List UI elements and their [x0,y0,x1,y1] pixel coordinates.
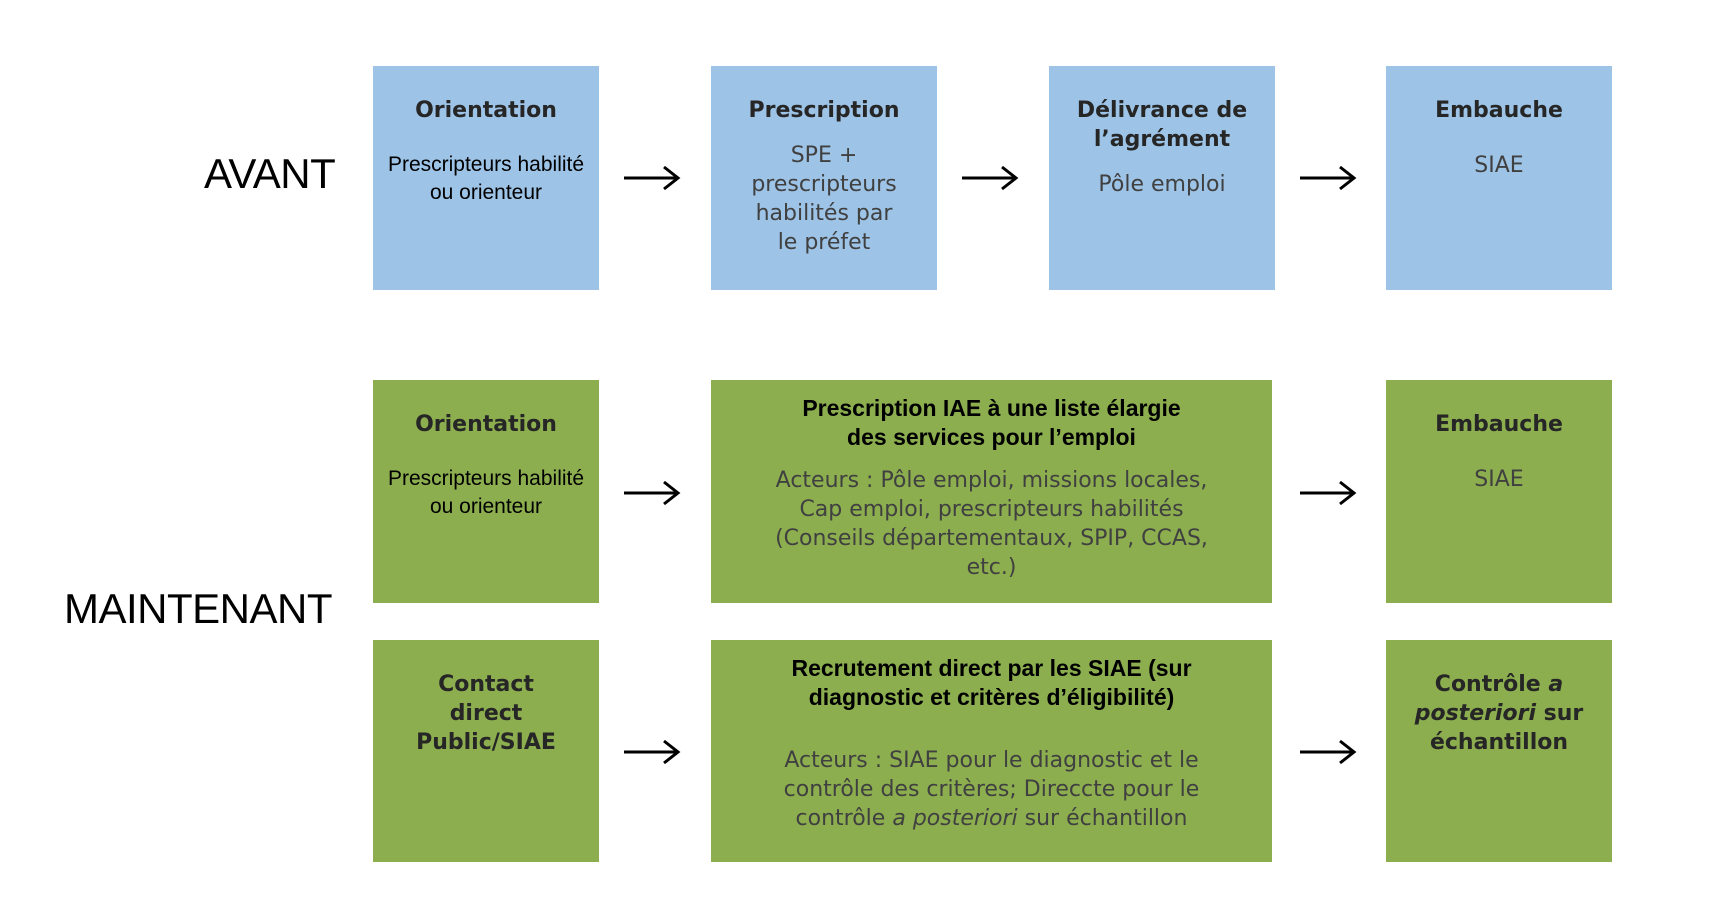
right-arrow-icon [1298,737,1358,767]
box-body: Acteurs : SIAE pour le diagnostic et le … [719,746,1264,833]
body-text-end: sur échantillon [1017,806,1188,831]
body-space [906,806,913,831]
right-arrow-icon [1298,478,1358,508]
right-arrow-icon [960,163,1020,193]
box-body: SPE + prescripteurs habilités par le pré… [751,143,897,255]
title-text-end: sur échantillon [1429,701,1584,755]
box-body: Pôle emploi [1098,172,1226,197]
avant-prescription-box: Prescription SPE + prescripteurs habilit… [711,66,937,290]
maintenant-controle-box: Contrôle a posteriori sur échantillon [1386,640,1612,862]
maintenant-embauche-box: Embauche SIAE [1386,380,1612,603]
right-arrow-icon [622,478,682,508]
right-arrow-icon [622,737,682,767]
box-title: Orientation [415,412,557,437]
avant-orientation-box: Orientation Prescripteurs habilité ou or… [373,66,599,290]
body-em-a: a [892,806,906,831]
box-title: Orientation [415,98,557,123]
maintenant-recrutement-direct-box: Recrutement direct par les SIAE (sur dia… [711,640,1272,862]
box-title: Prescription IAE à une liste élargie des… [802,395,1181,450]
title-em-posteriori: posteriori [1414,701,1537,726]
avant-embauche-box: Embauche SIAE [1386,66,1612,290]
box-title: Contrôle a posteriori sur échantillon [1394,670,1604,757]
box-body: SIAE [1474,153,1524,178]
box-title: Prescription [748,98,900,123]
box-body: Prescripteurs habilité ou orienteur [387,153,585,204]
box-body: SIAE [1474,467,1524,492]
body-text: Acteurs : SIAE pour le diagnostic et le … [783,748,1200,831]
right-arrow-icon [1298,163,1358,193]
avant-label: AVANT [204,150,336,197]
maintenant-label: MAINTENANT [64,585,333,632]
right-arrow-icon [622,163,682,193]
box-title: Embauche [1435,98,1563,123]
box-title: Délivrance de l’agrément [1076,98,1248,152]
title-em-a: a [1548,672,1564,697]
avant-delivrance-box: Délivrance de l’agrément Pôle emploi [1049,66,1275,290]
box-body: Acteurs : Pôle emploi, missions locales,… [775,468,1208,580]
title-text: Contrôle [1434,672,1549,697]
box-title: Recrutement direct par les SIAE (sur dia… [791,655,1192,710]
box-body: Prescripteurs habilité ou orienteur [387,467,585,518]
body-em-posteriori: posteriori [912,806,1018,831]
box-title: Contact direct Public/SIAE [416,672,556,755]
box-title: Embauche [1435,412,1563,437]
maintenant-contact-direct-box: Contact direct Public/SIAE [373,640,599,862]
maintenant-orientation-box: Orientation Prescripteurs habilité ou or… [373,380,599,603]
maintenant-prescription-iae-box: Prescription IAE à une liste élargie des… [711,380,1272,603]
